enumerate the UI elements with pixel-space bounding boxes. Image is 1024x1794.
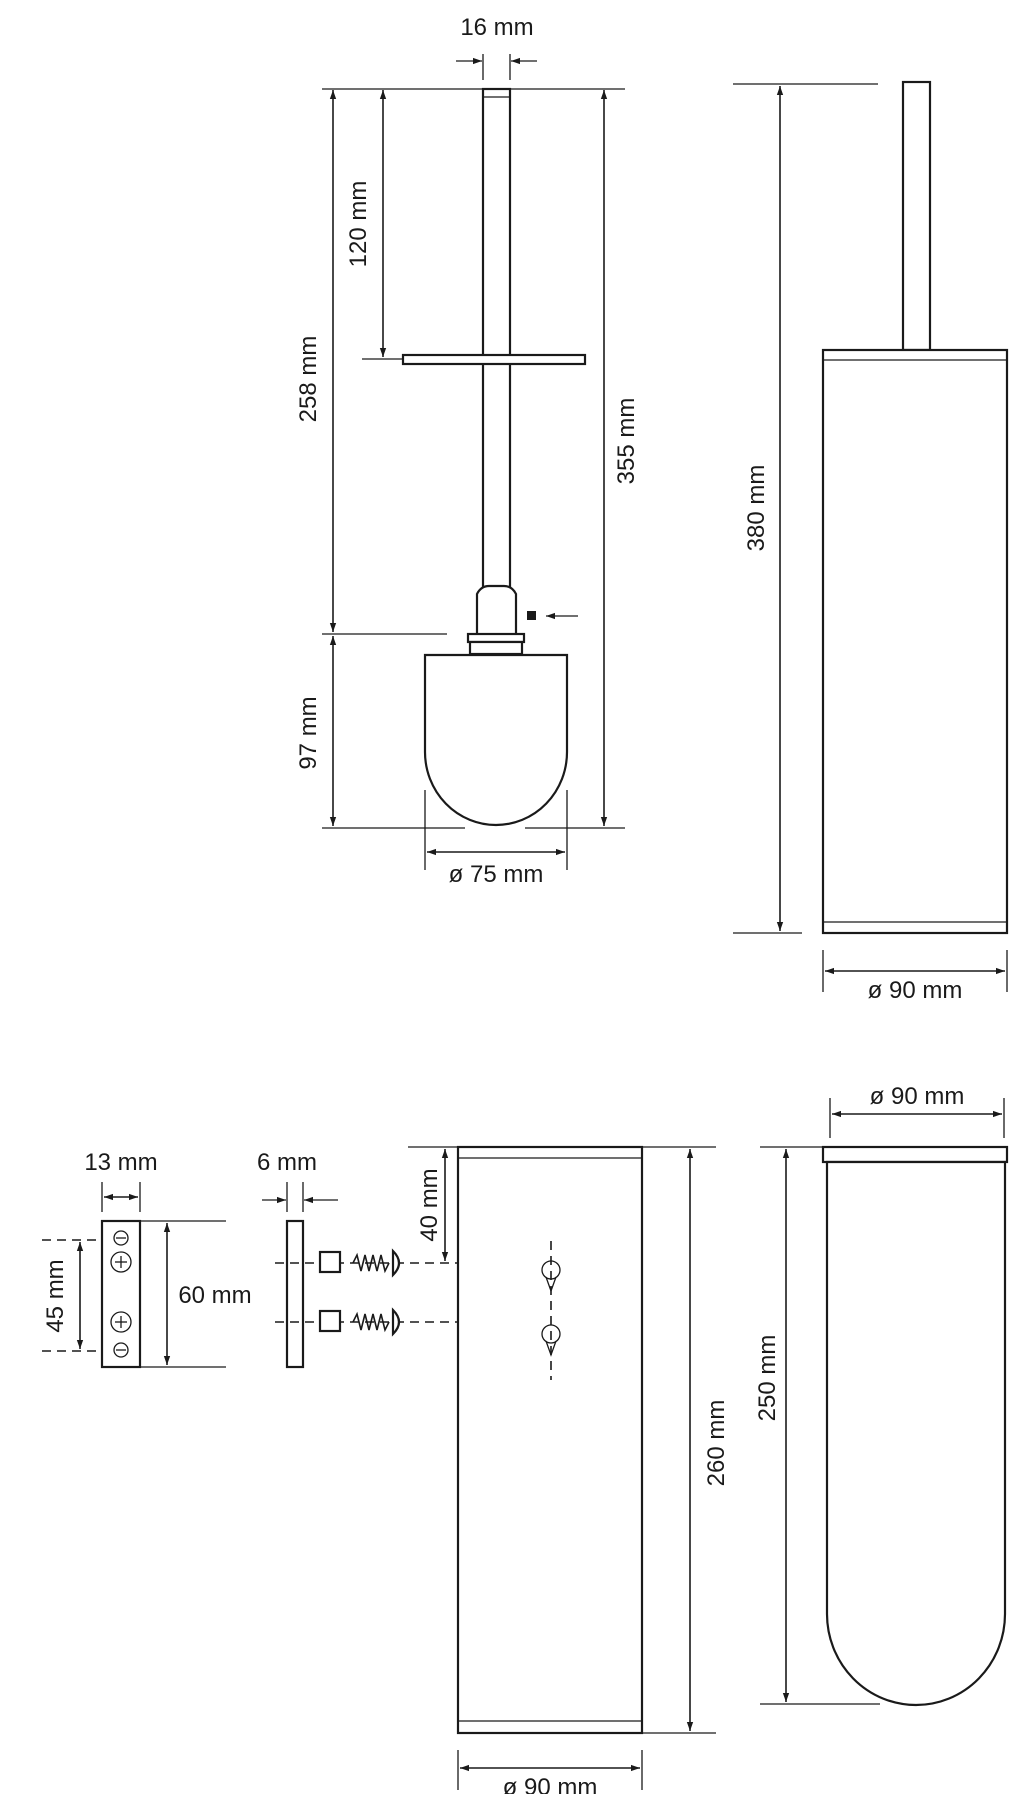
dim-container-diameter: ø 90 mm	[503, 1774, 598, 1794]
brush-view: 16 mm 120 mm 258 mm 97 mm 355 mm ø 75 mm	[295, 14, 640, 888]
dim-bracket-height: 60 mm	[178, 1282, 251, 1309]
dim-stem-diameter: 16 mm	[460, 14, 533, 41]
dim-hole-spacing: 45 mm	[42, 1259, 69, 1332]
dim-hole-offset-top: 40 mm	[416, 1168, 443, 1241]
dim-insert-height: 250 mm	[754, 1335, 781, 1422]
wall-bracket	[100, 1219, 142, 1369]
dim-assembled-diameter: ø 90 mm	[868, 977, 963, 1004]
brush-head	[423, 653, 569, 827]
brush-disc	[401, 353, 587, 366]
mounting-view: 13 mm 45 mm 60 mm 6 mm	[42, 1083, 1009, 1794]
release-button-icon	[527, 611, 536, 620]
dim-plate-thickness: 6 mm	[257, 1149, 317, 1176]
brush-collar	[475, 584, 518, 637]
assembled-view: 380 mm ø 90 mm	[733, 80, 1009, 1004]
dim-bracket-thickness: 13 mm	[84, 1149, 157, 1176]
assembled-container	[821, 348, 1009, 935]
dim-container-height: 260 mm	[703, 1400, 730, 1487]
mounting-plate	[285, 1219, 305, 1369]
dim-brush-head-diameter: ø 75 mm	[449, 861, 544, 888]
keyhole-slot-icon	[541, 1241, 561, 1380]
dim-handle-to-disc: 120 mm	[345, 181, 372, 268]
dim-brush-total-length: 355 mm	[613, 398, 640, 485]
bracket-screw-icon	[110, 1230, 132, 1358]
container-back	[456, 1145, 644, 1735]
insert-body	[825, 1160, 1007, 1707]
dim-brush-upper-length: 258 mm	[295, 336, 322, 423]
dim-insert-diameter: ø 90 mm	[870, 1083, 965, 1110]
dim-assembled-height: 380 mm	[743, 465, 770, 552]
insert-rim	[821, 1145, 1009, 1164]
wall-plug-icon	[318, 1250, 342, 1333]
dim-brush-head-height: 97 mm	[295, 696, 322, 769]
screw-icon	[352, 1248, 401, 1337]
assembled-handle	[901, 80, 932, 352]
brush-handle	[481, 87, 512, 596]
